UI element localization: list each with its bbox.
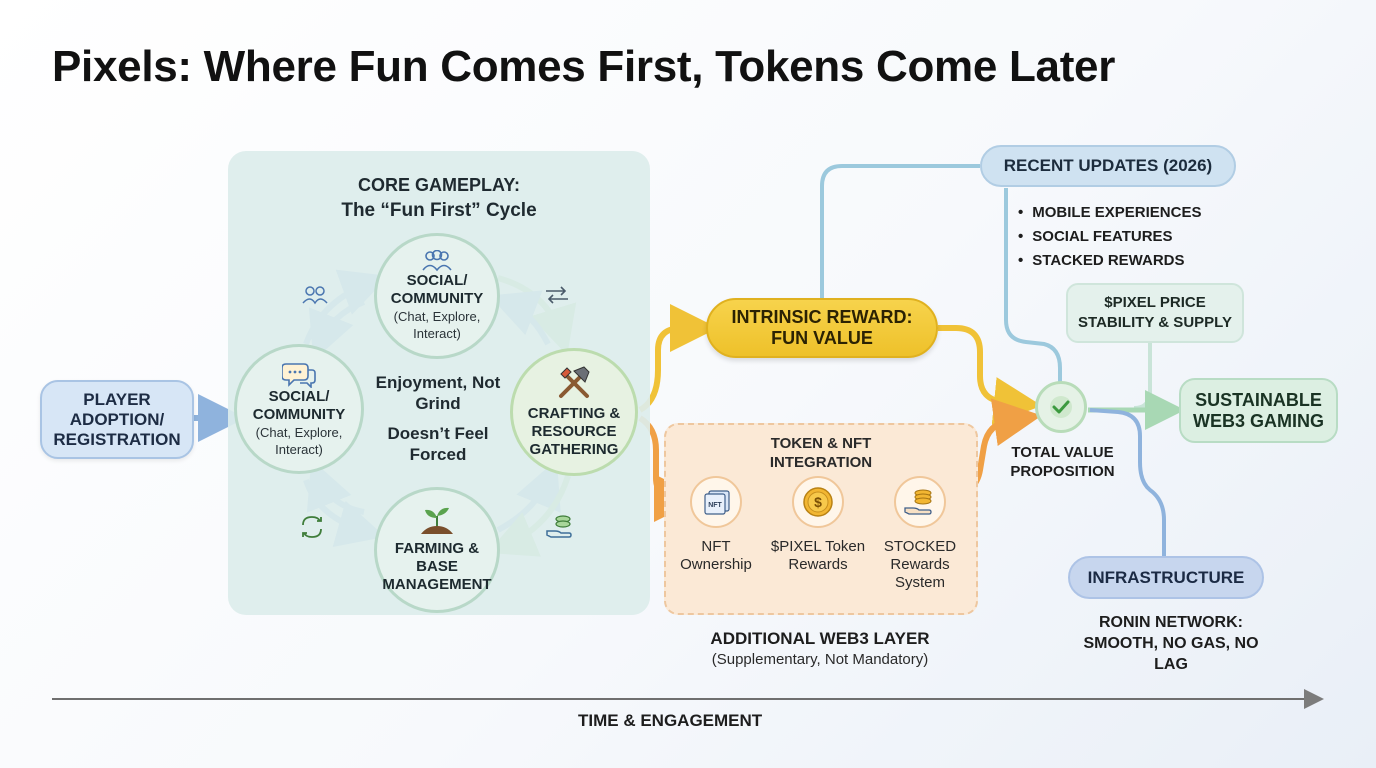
infrastructure-label: INFRASTRUCTURE xyxy=(1087,567,1245,587)
recent-updates-title: RECENT UPDATES (2026) xyxy=(1003,156,1213,175)
social-top-sub: (Chat, Explore, Interact) xyxy=(393,309,481,341)
additional-web3-sub: (Supplementary, Not Mandatory) xyxy=(711,651,929,668)
farming-label: FARMING & BASE MANAGEMENT xyxy=(382,540,492,593)
people-icon xyxy=(422,250,452,272)
token-item-pixel: $PIXEL Token Rewards xyxy=(770,538,866,573)
social-left-sub: (Chat, Explore, Interact) xyxy=(255,425,343,457)
total-value-circle xyxy=(1035,381,1087,433)
player-adoption-box: PLAYER ADOPTION/ REGISTRATION xyxy=(40,380,194,459)
recent-update-item: STACKED REWARDS xyxy=(1018,249,1201,273)
center-text-forced: Doesn’t Feel Forced xyxy=(387,424,489,464)
core-gameplay-title: CORE GAMEPLAY: The “Fun First” Cycle xyxy=(228,172,650,224)
additional-web3-title: ADDITIONAL WEB3 LAYER xyxy=(710,629,930,648)
sustainable-web3-box: SUSTAINABLE WEB3 GAMING xyxy=(1179,378,1338,443)
exchange-icon xyxy=(542,283,572,307)
chat-icon xyxy=(282,363,316,388)
page-title: Pixels: Where Fun Comes First, Tokens Co… xyxy=(52,42,1116,91)
recent-updates-box: RECENT UPDATES (2026) xyxy=(980,145,1236,187)
line-recent-to-total xyxy=(1004,188,1062,382)
center-text-enjoyment: Enjoyment, Not Grind xyxy=(375,373,501,413)
line-infra-to-total xyxy=(1089,408,1166,556)
pixel-price-box: $PIXEL PRICE STABILITY & SUPPLY xyxy=(1066,283,1244,343)
intrinsic-label: INTRINSIC REWARD: FUN VALUE xyxy=(731,307,913,348)
nft-icon: NFT xyxy=(704,490,730,515)
token-item-stocked: STOCKED Rewards System xyxy=(883,538,957,591)
node-crafting: CRAFTING & RESOURCE GATHERING xyxy=(510,348,638,476)
stack-icon-circle xyxy=(894,476,946,528)
price-label: $PIXEL PRICE STABILITY & SUPPLY xyxy=(1078,294,1232,331)
coin-icon: $ xyxy=(803,487,833,517)
intrinsic-reward-box: INTRINSIC REWARD: FUN VALUE xyxy=(706,298,938,358)
player-label: PLAYER ADOPTION/ REGISTRATION xyxy=(53,389,181,449)
crafting-label: CRAFTING & RESOURCE GATHERING xyxy=(527,405,621,458)
timeline-label: TIME & ENGAGEMENT xyxy=(578,711,763,730)
arrow-intrinsic-to-total xyxy=(938,325,1042,425)
recent-update-item: SOCIAL FEATURES xyxy=(1018,225,1201,249)
social-top-label: SOCIAL/ COMMUNITY xyxy=(390,272,484,307)
token-nft-title: TOKEN & NFT INTEGRATION xyxy=(769,435,873,471)
coin-hand-icon xyxy=(544,512,576,540)
infrastructure-box: INFRASTRUCTURE xyxy=(1068,556,1264,599)
sustainable-label: SUSTAINABLE WEB3 GAMING xyxy=(1192,389,1324,431)
core-subheading: The “Fun First” Cycle xyxy=(341,200,537,221)
coin-symbol-text: $ xyxy=(814,494,822,510)
nft-icon-circle: NFT xyxy=(690,476,742,528)
social-left-label: SOCIAL/ COMMUNITY xyxy=(252,388,346,423)
line-intrinsic-to-recent xyxy=(820,164,980,298)
people-icon xyxy=(300,284,330,306)
cycle-icon xyxy=(296,512,328,542)
recent-updates-list: MOBILE EXPERIENCES SOCIAL FEATURES STACK… xyxy=(1018,201,1201,273)
token-item-nft: NFT Ownership xyxy=(680,538,752,573)
sprout-icon xyxy=(421,507,453,534)
line-price-to-sustain xyxy=(1133,343,1152,410)
tools-icon xyxy=(559,366,590,398)
ronin-network-text: RONIN NETWORK: SMOOTH, NO GAS, NO LAG xyxy=(1083,614,1259,673)
coin-icon-circle: $ xyxy=(792,476,844,528)
node-farming: FARMING & BASE MANAGEMENT xyxy=(374,487,500,613)
node-social-top: SOCIAL/ COMMUNITY (Chat, Explore, Intera… xyxy=(374,233,500,359)
check-icon xyxy=(1050,396,1072,418)
nft-badge-text: NFT xyxy=(708,502,722,509)
core-heading: CORE GAMEPLAY: xyxy=(357,175,521,195)
node-social-left: SOCIAL/ COMMUNITY (Chat, Explore, Intera… xyxy=(234,344,364,474)
total-value-label: TOTAL VALUE PROPOSITION xyxy=(1010,444,1115,480)
recent-update-item: MOBILE EXPERIENCES xyxy=(1018,201,1201,225)
stack-hand-icon xyxy=(904,489,932,515)
